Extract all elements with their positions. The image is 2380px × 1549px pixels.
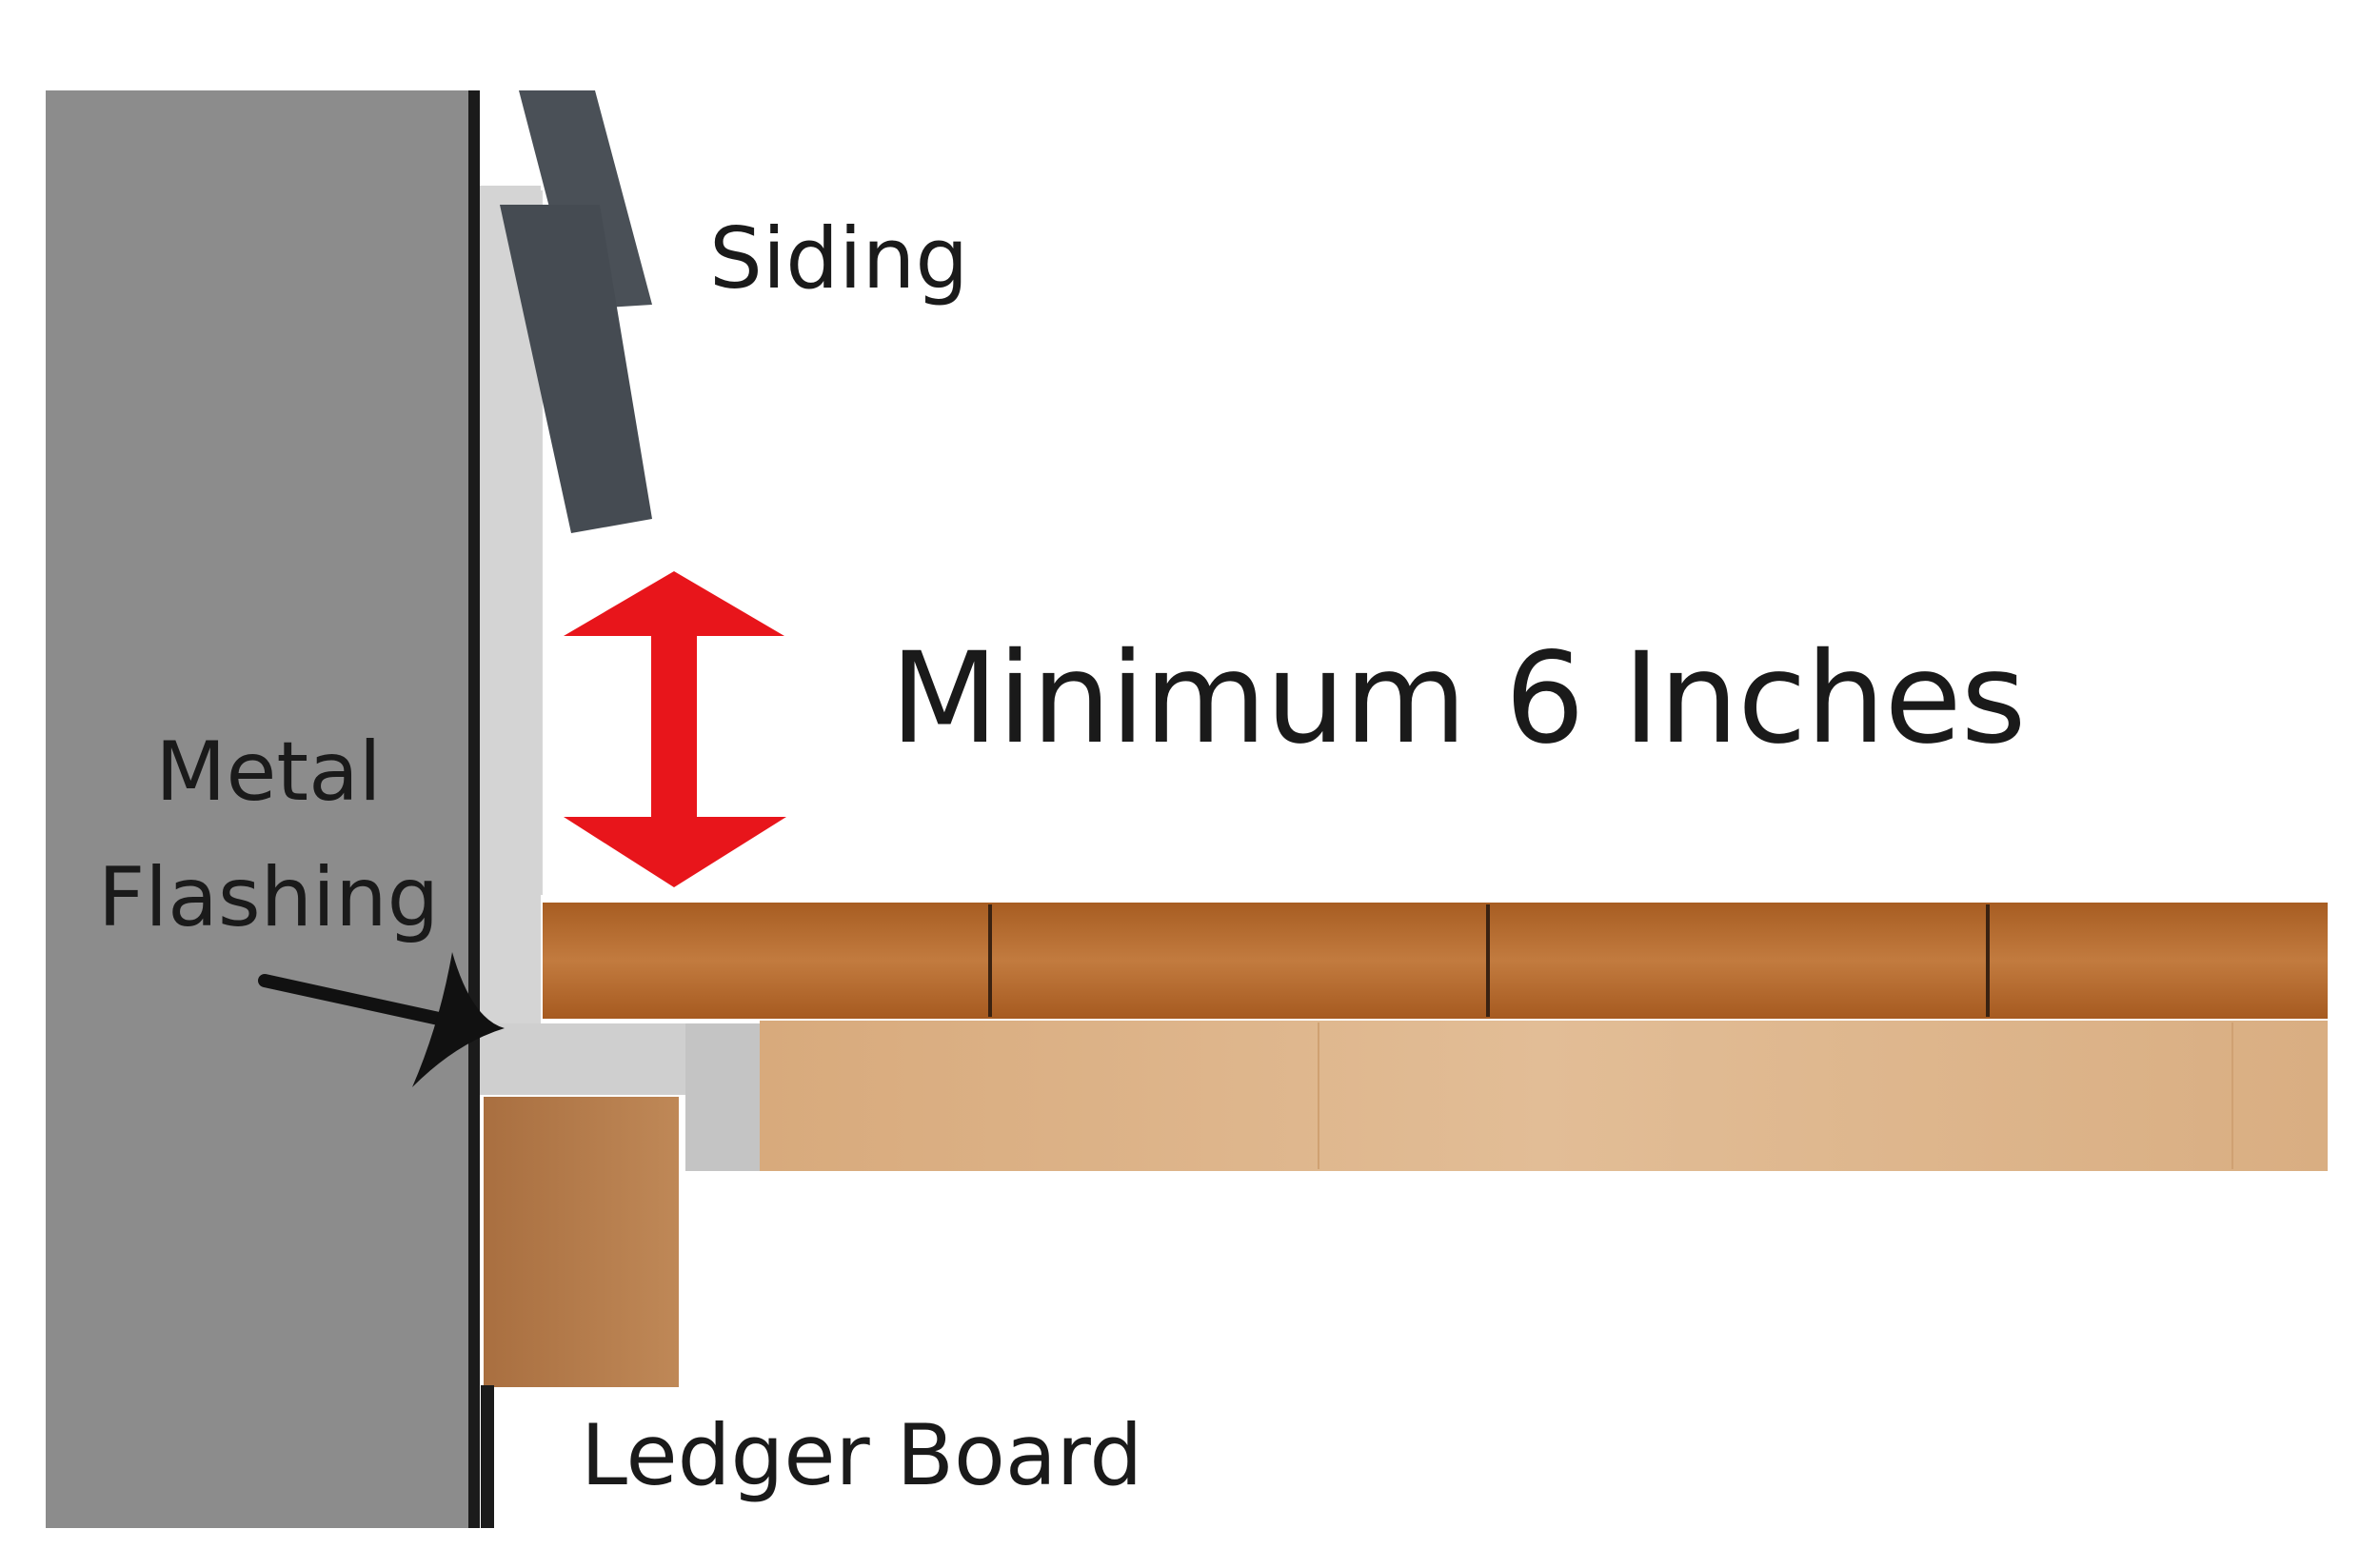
ledger-board xyxy=(484,1097,679,1387)
arrow-head-down xyxy=(564,817,786,887)
house-wall xyxy=(46,90,474,1528)
decking xyxy=(543,903,2328,1019)
metal-flashing-label-line1: Metal xyxy=(155,725,382,820)
joist xyxy=(760,1021,2328,1171)
metal-flashing-drip xyxy=(685,1023,762,1171)
flashing-pointer-arrow xyxy=(258,952,505,1087)
siding-board-top xyxy=(519,90,652,309)
ledger-board-label: Ledger Board xyxy=(581,1406,1143,1504)
metal-flashing-label-line2: Flashing xyxy=(97,850,440,945)
metal-flashing-label: Metal Flashing xyxy=(88,709,449,961)
ledger-board-shadow xyxy=(481,1385,494,1528)
clearance-arrow xyxy=(564,571,786,887)
minimum-clearance-label: Minimum 6 Inches xyxy=(890,626,2026,772)
siding-label: Siding xyxy=(709,209,969,308)
siding-board-bottom xyxy=(500,205,652,533)
wall-sheathing-edge xyxy=(468,90,480,1528)
arrow-shaft xyxy=(651,633,697,822)
arrow-head-up xyxy=(564,571,784,636)
